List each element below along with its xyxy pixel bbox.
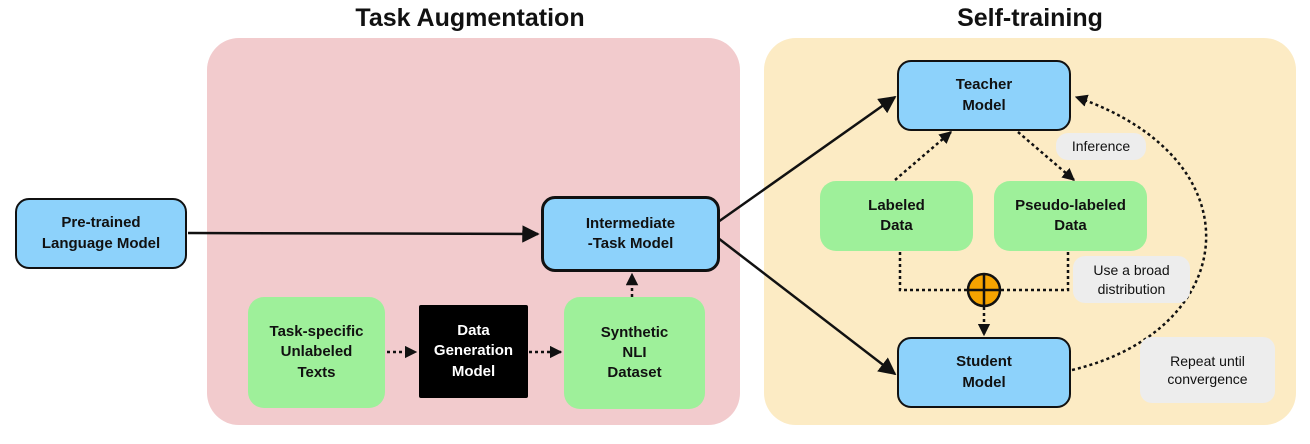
edge-labeled-teacher <box>894 131 952 181</box>
edge-intermediate-student <box>717 237 897 376</box>
synthetic-nli-dataset-node: Synthetic NLI Dataset <box>564 297 705 409</box>
broad-distribution-note: Use a broad distribution <box>1073 256 1190 303</box>
intermediate-task-model-node: Intermediate -Task Model <box>541 196 720 272</box>
edge-pretrained-intermediate <box>187 225 540 243</box>
self-training-title: Self-training <box>957 4 1103 32</box>
pretrained-model-node: Pre-trained Language Model <box>15 198 187 269</box>
labeled-data-node: Labeled Data <box>820 181 973 251</box>
edge-teacher-pseudo <box>1017 131 1075 181</box>
edge-intermediate-teacher <box>717 95 897 224</box>
inference-note: Inference <box>1056 133 1146 160</box>
data-generation-model-node: Data Generation Model <box>419 305 528 398</box>
task-augmentation-title: Task Augmentation <box>355 4 585 32</box>
repeat-until-convergence-note: Repeat until convergence <box>1140 337 1275 403</box>
edge-pseudo-combine <box>1000 252 1070 292</box>
edge-repeat-loop <box>1071 94 1208 372</box>
combine-icon <box>966 272 1002 308</box>
edge-labeled-combine <box>898 252 968 292</box>
teacher-model-node: Teacher Model <box>897 60 1071 131</box>
student-model-node: Student Model <box>897 337 1071 408</box>
pseudo-labeled-data-node: Pseudo-labeled Data <box>994 181 1147 251</box>
unlabeled-texts-node: Task-specific Unlabeled Texts <box>248 297 385 408</box>
